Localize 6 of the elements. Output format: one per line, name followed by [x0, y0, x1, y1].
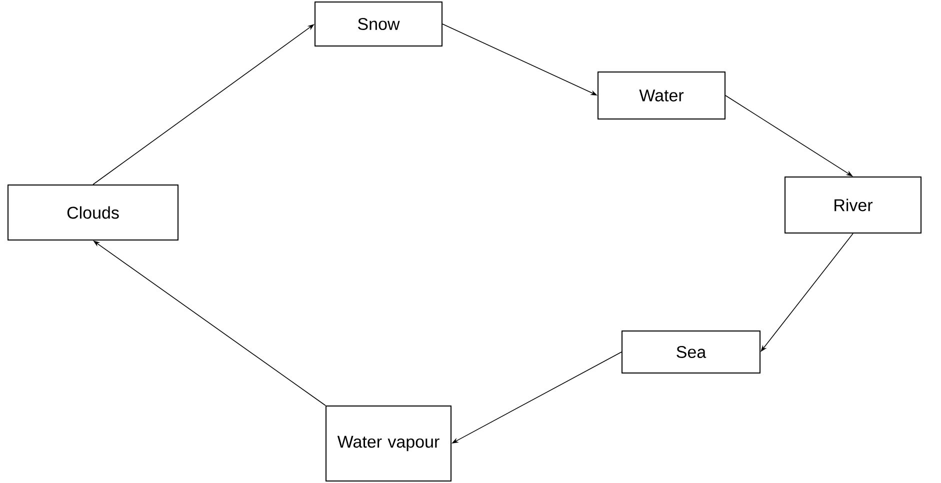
process-box: Sea: [622, 330, 760, 374]
process-box: Clouds: [8, 184, 178, 240]
process-box: Water: [598, 72, 726, 120]
process-box: Snow: [314, 2, 442, 46]
process-box: River: [784, 176, 922, 234]
process-box: Water vapour: [326, 406, 452, 482]
